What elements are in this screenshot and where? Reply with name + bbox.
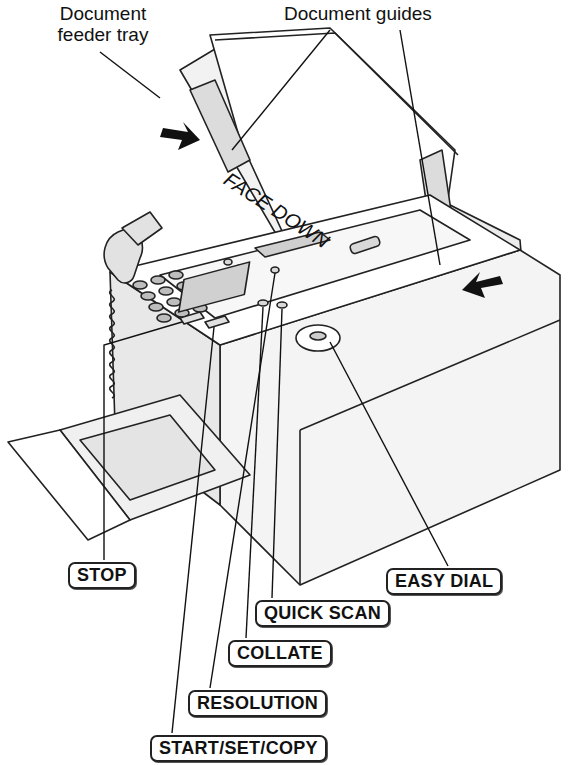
leader-line [272,309,282,598]
button-label-box: QUICK SCAN [255,600,390,627]
button-label-box: COLLATE [228,640,332,667]
button-name: EASY DIAL [395,571,493,591]
leader-line [400,30,440,265]
start-button [205,316,229,328]
paper-edge [215,33,458,155]
guide-arrow [160,122,200,150]
stop-button [180,312,204,324]
body-edge [299,430,301,585]
part-label: Document guides [284,4,432,25]
button-name: STOP [77,565,127,585]
guide-arrow [462,272,503,298]
leader-line [100,52,160,98]
button-name: RESOLUTION [197,693,318,713]
button-name: START/SET/COPY [159,738,318,758]
button-label-box: EASY DIAL [386,568,502,595]
leader-line [104,322,182,560]
leader-line [246,307,263,638]
leader-line [232,30,330,150]
part-label: Document feeder tray [38,4,168,46]
leader-line [330,342,448,566]
button-label-box: STOP [68,562,136,589]
button-name: COLLATE [237,643,323,663]
button-label-box: START/SET/COPY [150,735,327,762]
control-panel [110,195,520,345]
handset-cord [110,290,115,398]
button-name: QUICK SCAN [264,603,381,623]
leader-line [172,327,214,733]
button-label-box: RESOLUTION [188,690,327,717]
left-guide [190,80,250,172]
